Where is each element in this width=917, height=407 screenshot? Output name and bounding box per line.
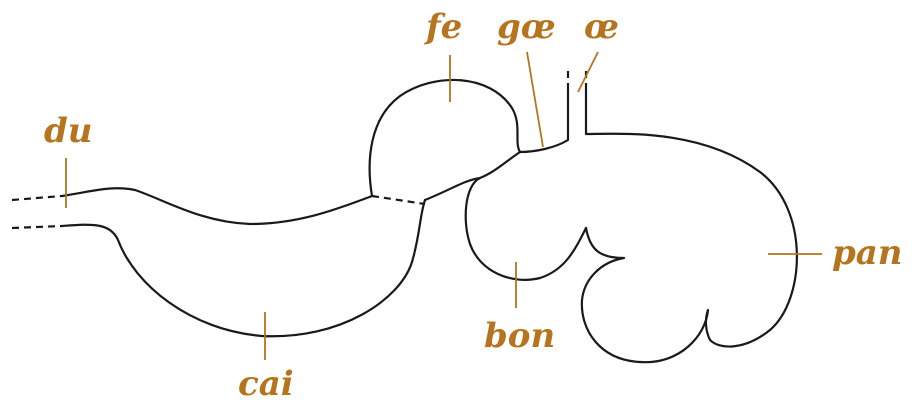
gastro-oesophageal-segment <box>520 90 568 152</box>
label-du: du <box>44 111 93 151</box>
intermediate-bulge-contour <box>425 178 586 280</box>
cardiac-chamber-upper-contour <box>62 188 372 224</box>
oe-leader-line <box>578 52 598 92</box>
goe-leader-line <box>527 52 543 147</box>
label-pan: pan <box>832 233 903 273</box>
label-fe: fe <box>424 7 462 47</box>
label-goe: gœ <box>497 7 556 47</box>
upper-junction-dashed <box>372 196 425 204</box>
label-oe: œ <box>584 7 619 47</box>
left-tube-top-dashed <box>12 196 62 200</box>
left-tube-bottom-dashed <box>12 226 62 228</box>
cardiac-chamber-lower-contour <box>62 200 425 336</box>
inner-notch-contour <box>480 152 520 178</box>
label-bon: bon <box>484 316 555 356</box>
label-cai: cai <box>238 364 294 404</box>
fundic-dome-contour <box>370 80 520 196</box>
pyloric-lobe-contour <box>582 90 797 362</box>
